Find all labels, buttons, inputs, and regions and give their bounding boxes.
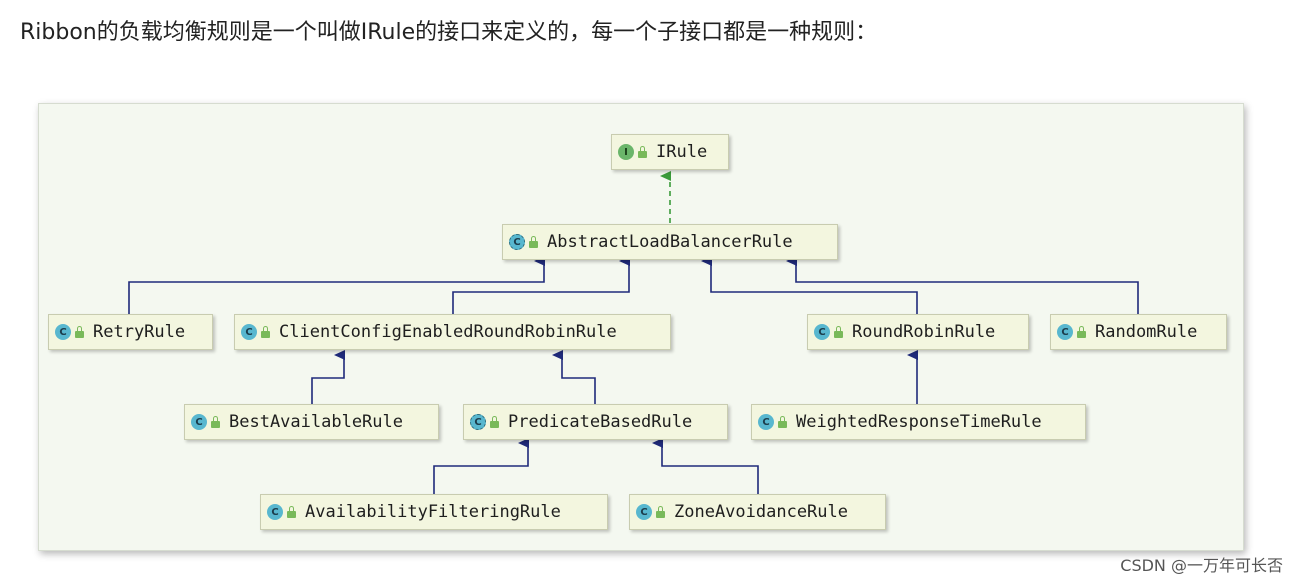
node-label: ZoneAvoidanceRule: [674, 502, 848, 522]
lock-icon: [656, 505, 665, 518]
class-icon: C: [758, 414, 774, 430]
class-icon: C: [241, 324, 257, 340]
edge-retry-extends-abstract: [128, 256, 545, 316]
abstract-class-icon: C: [470, 414, 486, 430]
node-label: RoundRobinRule: [852, 322, 996, 342]
edge-zoneavoidance-extends-predicate: [652, 438, 759, 495]
node-label: PredicateBasedRule: [508, 412, 693, 432]
class-icon: C: [636, 504, 652, 520]
edge-bestavailable-extends-clientconfig: [311, 350, 345, 404]
node-abstract-load-balancer-rule[interactable]: C AbstractLoadBalancerRule: [502, 224, 838, 260]
node-label: IRule: [656, 142, 708, 162]
node-label: BestAvailableRule: [229, 412, 403, 432]
node-label: AvailabilityFilteringRule: [305, 502, 561, 522]
lock-icon: [75, 325, 84, 338]
interface-icon: I: [618, 144, 634, 160]
class-icon: C: [55, 324, 71, 340]
class-icon: C: [267, 504, 283, 520]
node-label: AbstractLoadBalancerRule: [547, 232, 793, 252]
node-round-robin-rule[interactable]: C RoundRobinRule: [807, 314, 1029, 350]
node-best-available-rule[interactable]: C BestAvailableRule: [184, 404, 439, 440]
node-label: WeightedResponseTimeRule: [796, 412, 1042, 432]
node-irule[interactable]: I IRule: [611, 134, 729, 170]
lock-icon: [1077, 325, 1086, 338]
lock-icon: [638, 145, 647, 158]
edge-random-extends-abstract: [786, 256, 1139, 316]
lock-icon: [529, 235, 538, 248]
edge-roundrobin-extends-abstract: [701, 256, 918, 316]
lock-icon: [490, 415, 499, 428]
edge-predicate-extends-clientconfig: [552, 350, 596, 404]
abstract-class-icon: C: [509, 234, 525, 250]
edge-clientconfig-extends-abstract: [452, 256, 630, 316]
node-random-rule[interactable]: C RandomRule: [1050, 314, 1227, 350]
lock-icon: [261, 325, 270, 338]
class-icon: C: [191, 414, 207, 430]
node-availability-filtering-rule[interactable]: C AvailabilityFilteringRule: [260, 494, 608, 530]
page-heading: Ribbon的负载均衡规则是一个叫做IRule的接口来定义的，每一个子接口都是一…: [20, 20, 878, 45]
node-label: ClientConfigEnabledRoundRobinRule: [279, 322, 617, 342]
node-retry-rule[interactable]: C RetryRule: [48, 314, 213, 350]
node-label: RandomRule: [1095, 322, 1198, 342]
lock-icon: [834, 325, 843, 338]
csdn-watermark: CSDN @一万年可长否: [1120, 556, 1283, 575]
class-icon: C: [1057, 324, 1073, 340]
node-label: RetryRule: [93, 322, 186, 342]
node-weighted-response-time-rule[interactable]: C WeightedResponseTimeRule: [751, 404, 1086, 440]
class-hierarchy-diagram: I IRule C AbstractLoadBalancerRule C Ret…: [38, 103, 1244, 551]
class-icon: C: [814, 324, 830, 340]
edge-availability-extends-predicate: [433, 438, 529, 495]
lock-icon: [778, 415, 787, 428]
lock-icon: [211, 415, 220, 428]
lock-icon: [287, 505, 296, 518]
node-client-config-enabled-round-robin-rule[interactable]: C ClientConfigEnabledRoundRobinRule: [234, 314, 671, 350]
node-predicate-based-rule[interactable]: C PredicateBasedRule: [463, 404, 728, 440]
node-zone-avoidance-rule[interactable]: C ZoneAvoidanceRule: [629, 494, 886, 530]
